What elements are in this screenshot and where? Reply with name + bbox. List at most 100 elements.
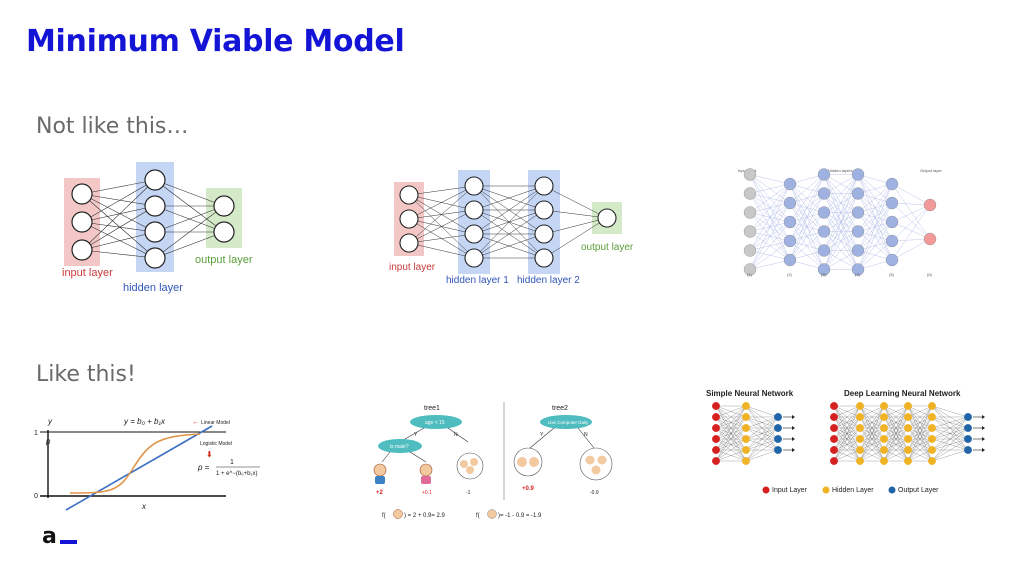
tree1-child-label: is male?: [390, 444, 409, 450]
tick-zero: 0: [34, 493, 38, 500]
deep-input-node: [830, 424, 838, 432]
output-node: [213, 195, 235, 217]
input-node: [399, 209, 419, 229]
tree2-yes-label: Y: [540, 432, 544, 438]
deep-layer-4-node: [851, 244, 865, 257]
tick-one: 1: [34, 430, 38, 437]
simple-hidden-node: [742, 446, 750, 454]
hidden-layer-2-label: hidden layer 2: [517, 275, 580, 286]
layer-index-label: (1): [747, 272, 753, 277]
deep-layer-3-node: [817, 225, 831, 238]
deep-hidden-node: [856, 457, 864, 465]
tree2-leaf-adults: [579, 447, 613, 481]
output-arrowhead: [982, 437, 985, 441]
simple-input-node: [712, 435, 720, 443]
tree1-no-label: N: [454, 432, 458, 438]
equation2-prefix: f(: [476, 513, 480, 519]
legend-output-label: Output Layer: [898, 487, 939, 494]
deep-input-node: [830, 446, 838, 454]
deep-output-node: [964, 446, 972, 454]
deep-layer-3-node: [817, 187, 831, 200]
neural-network-diagram-1-hidden-layer: input layer hidden layer output layer: [62, 162, 253, 294]
layer-index-label: (5): [889, 272, 895, 277]
deep-hidden-node: [880, 457, 888, 465]
deep-hidden-node: [928, 413, 936, 421]
y-axis-label: y: [47, 417, 53, 426]
deep-layer-3-node: [817, 206, 831, 219]
linear-formula: y = b₀ + b₁x: [123, 417, 166, 426]
deep-layer-5-node: [885, 177, 899, 191]
deep-layer-2-node: [783, 234, 797, 248]
tree2-no-label: N: [584, 432, 588, 438]
simple-input-node: [712, 424, 720, 432]
deep-layer-1-node: [743, 187, 757, 200]
hidden2-node: [534, 224, 554, 244]
simple-input-node: [712, 413, 720, 421]
deep-hidden-node: [904, 402, 912, 410]
deep-layer-1-node: [743, 225, 757, 238]
simple-vs-deep-neural-network-diagram: Simple Neural Network Deep Learning Neur…: [706, 389, 985, 494]
deep-output-node: [964, 413, 972, 421]
logistic-model-label: Logistic Model: [200, 441, 232, 447]
output-arrowhead: [792, 448, 795, 452]
layer-index-label: (3): [821, 272, 827, 277]
tree1-child-node: [378, 439, 422, 453]
deep-hidden-node: [856, 413, 864, 421]
deep-output-node: [964, 435, 972, 443]
tree1-root-label: age < 15: [425, 420, 445, 426]
layer-index-label: (6): [927, 272, 933, 277]
deep-input-node: [830, 457, 838, 465]
down-arrow-icon: ⬇: [206, 450, 213, 459]
tree2-score-plus09: +0.9: [522, 486, 535, 492]
output-arrowhead: [792, 437, 795, 441]
input-layer-label: input layer: [389, 262, 436, 273]
logo-letter: a: [42, 526, 57, 548]
neural-network-diagram-2-hidden-layers: input layer hidden layer 1 hidden layer …: [389, 170, 634, 286]
deep-layer-6-node: [923, 232, 937, 246]
logistic-formula-numerator: 1: [230, 459, 234, 466]
hidden-node: [144, 195, 166, 217]
deep-layer-1-node: [743, 263, 757, 276]
deep-layer-4-node: [851, 206, 865, 219]
simple-nn-title: Simple Neural Network: [706, 389, 794, 398]
deep-output-node: [964, 424, 972, 432]
simple-input-node: [712, 457, 720, 465]
deep-layer-5-node: [885, 234, 899, 248]
hidden-node: [144, 169, 166, 191]
simple-output-node: [774, 413, 782, 421]
input-node: [71, 211, 93, 233]
legend-input-label: Input Layer: [772, 487, 808, 494]
simple-input-node: [712, 402, 720, 410]
input-layer-label: input layer: [62, 267, 113, 279]
simple-hidden-node: [742, 457, 750, 465]
hidden1-node: [464, 248, 484, 268]
logistic-formula-denominator: 1 + e^−(b₀+b₁x): [216, 471, 258, 477]
hidden2-node: [534, 248, 554, 268]
tree2-score-minus09: -0.9: [590, 490, 599, 496]
output-node: [213, 221, 235, 243]
deep-input-node: [830, 413, 838, 421]
legend-input-dot: [762, 486, 770, 494]
simple-output-node: [774, 424, 782, 432]
deep-hidden-node: [880, 402, 888, 410]
output-arrowhead: [982, 448, 985, 452]
deep-layer-2-node: [783, 196, 797, 210]
deep-layer-4-node: [851, 168, 865, 181]
tree1-root-node: [410, 415, 462, 429]
deep-layer-1-node: [743, 206, 757, 219]
deep-layer-5-node: [885, 196, 899, 210]
deep-hidden-node: [904, 457, 912, 465]
deep-layer-3-node: [817, 244, 831, 257]
simple-hidden-node: [742, 402, 750, 410]
output-layer-header: Output layer: [920, 168, 942, 173]
input-node: [399, 185, 419, 205]
deep-hidden-node: [880, 435, 888, 443]
hidden-layer-1-label: hidden layer 1: [446, 275, 509, 286]
tree1-title: tree1: [424, 405, 440, 412]
section-label-like-this: Like this!: [36, 362, 136, 387]
simple-hidden-node: [742, 424, 750, 432]
company-logo: a: [42, 526, 77, 548]
logistic-formula-lhs: p =: [197, 463, 210, 472]
deep-hidden-node: [904, 435, 912, 443]
legend-hidden-dot: [822, 486, 830, 494]
